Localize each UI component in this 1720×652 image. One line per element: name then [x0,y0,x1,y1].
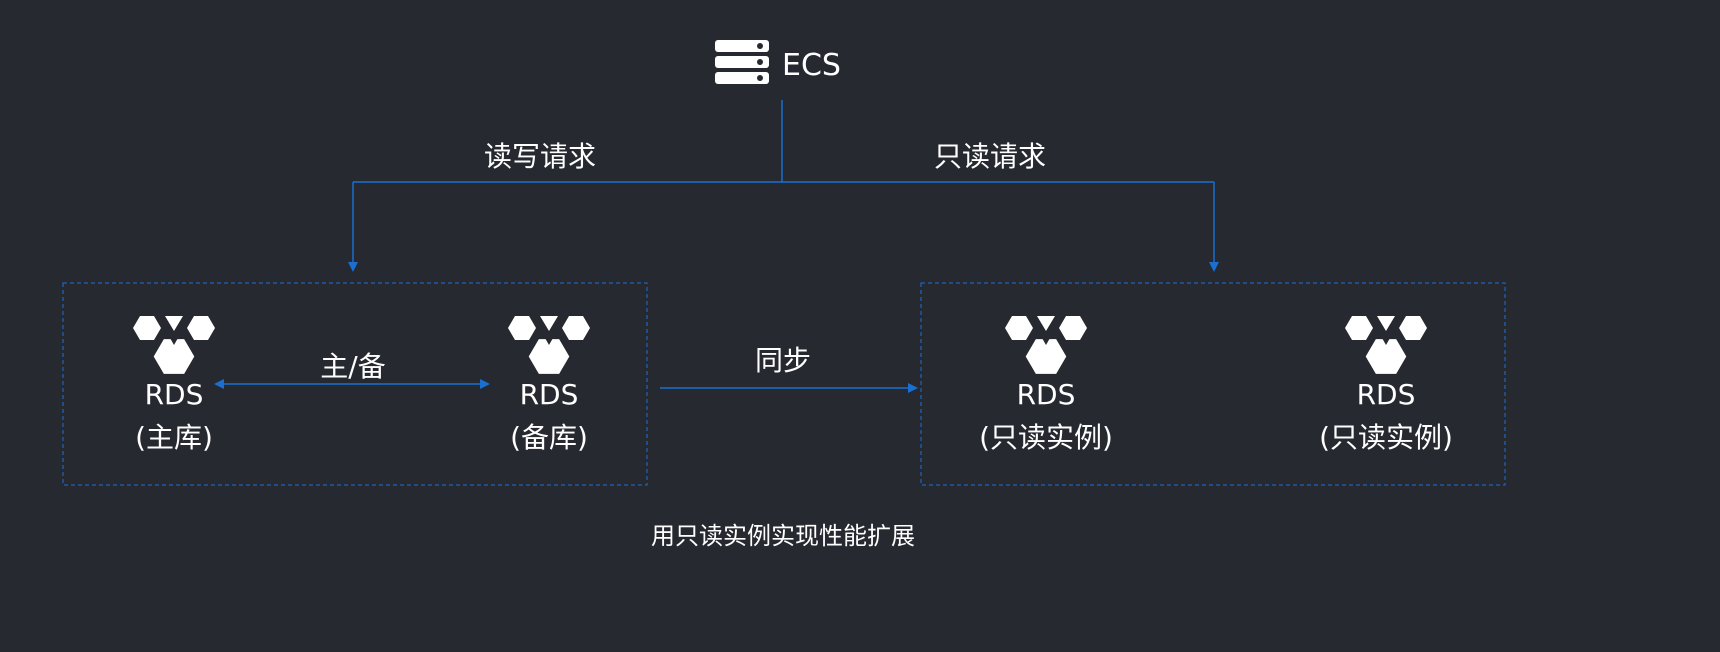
diagram-caption: 用只读实例实现性能扩展 [651,522,915,550]
read-only-group [920,282,1506,486]
read-only-label: 只读请求 [934,140,1046,173]
request-connectors [348,100,1219,272]
sync-label: 同步 [755,344,811,377]
primary-standby-label: 主/备 [320,350,385,383]
rds-readonly-2-role: (只读实例) [1319,421,1453,454]
read-write-label: 读写请求 [484,140,596,173]
rds-readonly-node-2: RDS (只读实例) [1319,316,1453,454]
rds-primary-name: RDS [145,378,204,411]
rds-readonly-node-1: RDS (只读实例) [979,316,1113,454]
rds-primary-node: RDS (主库) [133,316,215,454]
ecs-label: ECS [782,48,841,83]
rds-readonly-1-role: (只读实例) [979,421,1113,454]
rds-database-icon [508,316,590,374]
ecs-node: ECS [715,40,841,84]
rds-primary-role: (主库) [135,421,213,454]
rds-database-icon [1345,316,1427,374]
rds-database-icon [133,316,215,374]
rds-readonly-2-name: RDS [1357,378,1416,411]
rds-standby-node: RDS (备库) [508,316,590,454]
rds-readonly-1-name: RDS [1017,378,1076,411]
rds-standby-role: (备库) [510,421,588,454]
server-icon [715,40,769,84]
rds-database-icon [1005,316,1087,374]
rds-standby-name: RDS [520,378,579,411]
primary-standby-group [62,282,648,486]
